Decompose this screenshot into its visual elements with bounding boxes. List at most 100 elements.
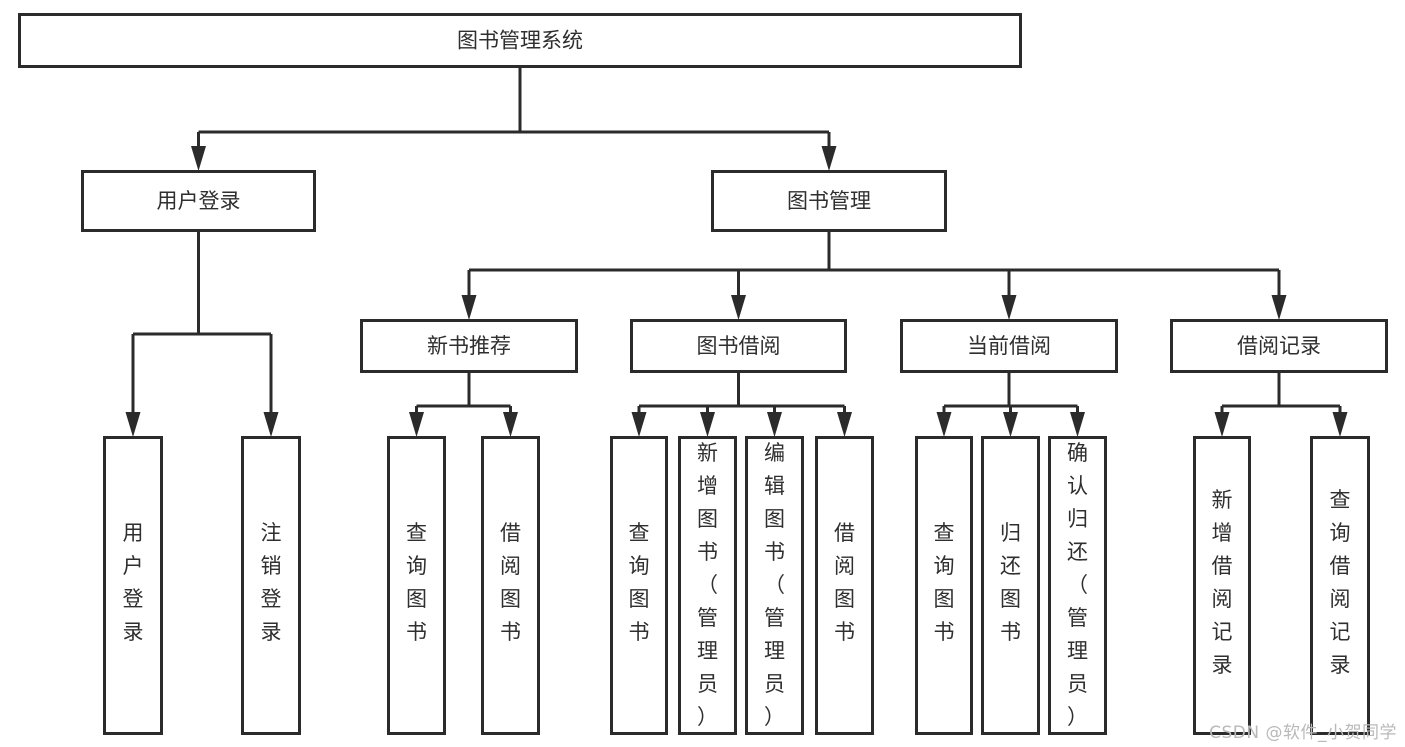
node-label-char: 员 bbox=[697, 672, 718, 696]
node-label-char: 认 bbox=[1067, 474, 1088, 498]
edge-arrowhead bbox=[767, 412, 782, 437]
node-label-char: 还 bbox=[1067, 540, 1088, 564]
node-label-char: 户 bbox=[123, 554, 144, 578]
node-label-char: 查 bbox=[1330, 488, 1351, 512]
node-label-char: 查 bbox=[934, 521, 955, 545]
node-label: 图书管理 bbox=[787, 189, 871, 213]
node-newbook[interactable]: 新书推荐 bbox=[360, 319, 578, 373]
edge-arrowhead bbox=[1332, 412, 1348, 437]
edge-arrowhead bbox=[1001, 295, 1017, 320]
node-current[interactable]: 当前借阅 bbox=[900, 319, 1118, 373]
node-borrow-4[interactable]: 借阅图书借阅图书 bbox=[815, 436, 874, 735]
node-records-2[interactable]: 查询借阅记录查询借阅记录 bbox=[1310, 436, 1370, 735]
node-box[interactable] bbox=[387, 436, 446, 735]
node-label-char: 书 bbox=[406, 620, 427, 644]
node-login-1[interactable]: 用户登录用户登录 bbox=[103, 436, 163, 735]
node-label-char: 录 bbox=[1330, 653, 1351, 677]
node-box[interactable] bbox=[678, 436, 737, 735]
node-label-char: 用 bbox=[123, 521, 144, 545]
node-label-char: 图 bbox=[764, 507, 785, 531]
node-box[interactable] bbox=[1048, 436, 1107, 735]
node-label-char: （ bbox=[764, 573, 785, 597]
node-label-char: 理 bbox=[697, 639, 718, 663]
node-layer: 图书管理系统用户登录图书管理新书推荐图书借阅当前借阅借阅记录用户登录用户登录注销… bbox=[18, 13, 1388, 735]
node-box[interactable] bbox=[915, 436, 973, 735]
node-current-2[interactable]: 归还图书归还图书 bbox=[981, 436, 1040, 735]
node-borrow-1[interactable]: 查询图书查询图书 bbox=[610, 436, 668, 735]
edge-arrowhead bbox=[263, 412, 279, 437]
edge-arrowhead bbox=[1070, 412, 1085, 437]
edge-arrowhead bbox=[1214, 412, 1230, 437]
node-box[interactable] bbox=[630, 319, 847, 373]
node-box[interactable] bbox=[1193, 436, 1251, 735]
node-box[interactable] bbox=[745, 436, 804, 735]
edge-arrowhead bbox=[821, 146, 837, 171]
node-current-1[interactable]: 查询图书查询图书 bbox=[915, 436, 973, 735]
node-label: 图书管理系统 bbox=[457, 29, 583, 53]
edge-arrowhead bbox=[461, 295, 477, 320]
node-login-2[interactable]: 注销登录注销登录 bbox=[241, 436, 301, 735]
node-label-char: 辑 bbox=[764, 474, 785, 498]
node-records[interactable]: 借阅记录 bbox=[1170, 319, 1388, 373]
node-label-char: 增 bbox=[1212, 521, 1233, 545]
node-label-char: 注 bbox=[261, 521, 282, 545]
node-box[interactable] bbox=[1310, 436, 1370, 735]
node-box[interactable] bbox=[241, 436, 301, 735]
edge-arrowhead bbox=[409, 412, 424, 437]
node-box[interactable] bbox=[815, 436, 874, 735]
node-label-char: 归 bbox=[1067, 507, 1088, 531]
edge-arrowhead bbox=[1271, 295, 1287, 320]
node-label-char: ） bbox=[764, 705, 785, 729]
node-label-char: 新 bbox=[697, 441, 718, 465]
edge-arrowhead bbox=[191, 146, 206, 171]
node-label-char: 书 bbox=[764, 540, 785, 564]
node-label-char: 借 bbox=[1212, 554, 1233, 578]
node-box[interactable] bbox=[360, 319, 578, 373]
node-label-char: 询 bbox=[934, 554, 955, 578]
node-newbook-2[interactable]: 借阅图书借阅图书 bbox=[481, 436, 540, 735]
node-label-char: 阅 bbox=[1330, 587, 1351, 611]
node-label: 当前借阅 bbox=[967, 334, 1051, 358]
edge-arrowhead bbox=[1003, 412, 1018, 437]
node-label-char: 阅 bbox=[834, 554, 855, 578]
node-box[interactable] bbox=[81, 170, 316, 232]
node-box[interactable] bbox=[900, 319, 1118, 373]
node-box[interactable] bbox=[711, 170, 947, 232]
node-label-char: 录 bbox=[123, 620, 144, 644]
node-label-char: 录 bbox=[1212, 653, 1233, 677]
node-box[interactable] bbox=[610, 436, 668, 735]
node-newbook-1[interactable]: 查询图书查询图书 bbox=[387, 436, 446, 735]
node-login[interactable]: 用户登录 bbox=[81, 170, 316, 232]
edge-arrowhead bbox=[700, 412, 715, 437]
node-label: 图书借阅 bbox=[697, 334, 781, 358]
node-box[interactable] bbox=[981, 436, 1040, 735]
watermark-label: CSDN @软件_小贺同学 bbox=[1209, 723, 1397, 743]
node-label-char: 管 bbox=[1067, 606, 1088, 630]
node-label-char: 新 bbox=[1212, 488, 1233, 512]
node-label-char: 录 bbox=[261, 620, 282, 644]
node-label-char: 图 bbox=[629, 587, 650, 611]
node-label-char: 图 bbox=[500, 587, 521, 611]
node-label-char: 员 bbox=[1067, 672, 1088, 696]
node-label-char: 理 bbox=[764, 639, 785, 663]
node-box[interactable] bbox=[103, 436, 163, 735]
node-bookmgmt[interactable]: 图书管理 bbox=[711, 170, 947, 232]
node-label-char: 记 bbox=[1212, 620, 1233, 644]
node-root[interactable]: 图书管理系统 bbox=[18, 13, 1022, 68]
node-box[interactable] bbox=[481, 436, 540, 735]
node-borrow[interactable]: 图书借阅 bbox=[630, 319, 847, 373]
node-label: 借阅记录 bbox=[1237, 334, 1321, 358]
node-label-char: 阅 bbox=[1212, 587, 1233, 611]
node-label-char: 询 bbox=[406, 554, 427, 578]
node-box[interactable] bbox=[1170, 319, 1388, 373]
node-label-char: 登 bbox=[261, 587, 282, 611]
node-label-char: 书 bbox=[500, 620, 521, 644]
node-label-char: 销 bbox=[261, 554, 282, 578]
node-records-1[interactable]: 新增借阅记录新增借阅记录 bbox=[1193, 436, 1251, 735]
node-label-char: 借 bbox=[1330, 554, 1351, 578]
node-label-char: 查 bbox=[406, 521, 427, 545]
node-box[interactable] bbox=[18, 13, 1022, 68]
